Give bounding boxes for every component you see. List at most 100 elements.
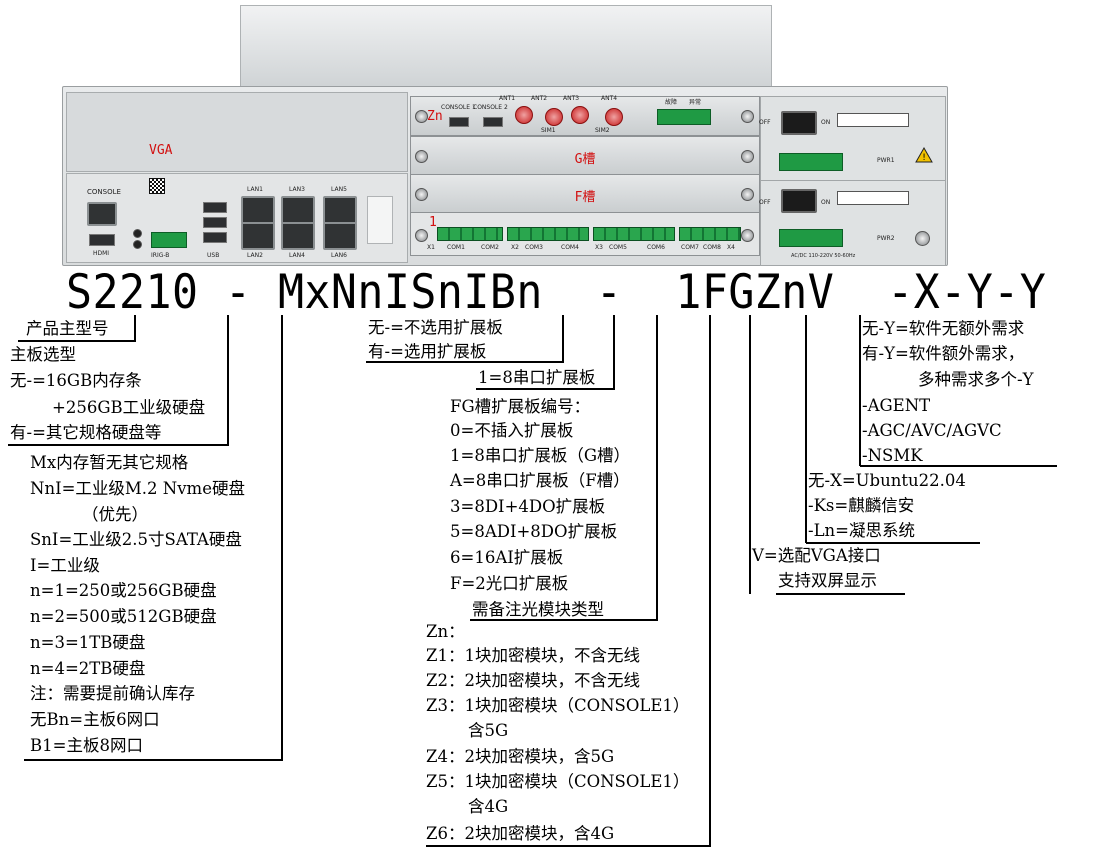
slot-screw-icon — [741, 229, 754, 242]
com8-label: COM8 — [703, 244, 721, 251]
dip-switch[interactable] — [837, 191, 909, 205]
pwr2-terminal[interactable] — [779, 229, 843, 247]
serial-terminal-x3[interactable] — [593, 227, 675, 241]
sim2-label: SIM2 — [595, 127, 610, 134]
memory-line-12: B1=主板8网口 — [30, 736, 143, 755]
x4-label: X4 — [727, 244, 735, 251]
fg-line-8: 需备注光模块类型 — [472, 600, 604, 619]
line-board — [8, 315, 229, 446]
lan5-port[interactable] — [323, 196, 357, 224]
ant3-connector-icon[interactable] — [571, 106, 589, 124]
zn-line-1: Z1：1块加密模块，不含无线 — [426, 646, 640, 665]
line-serial — [476, 315, 615, 390]
memory-line-3: （优先） — [82, 505, 148, 524]
console-port[interactable] — [87, 202, 117, 226]
ant2-label: ANT2 — [531, 95, 548, 102]
usb-port[interactable] — [203, 217, 227, 228]
lan6-port[interactable] — [323, 222, 357, 250]
dip-switch[interactable] — [837, 113, 909, 127]
psu1-off-label: OFF — [759, 119, 771, 126]
hdmi-port-label: HDMI — [93, 250, 110, 257]
software-line-4: -AGENT — [862, 396, 931, 415]
line-memory — [24, 315, 283, 761]
board-title: 主板选型 — [10, 345, 76, 364]
serial-terminal-x4[interactable] — [679, 227, 741, 241]
serial-terminal-x1[interactable] — [437, 227, 503, 241]
lan5-label: LAN5 — [331, 186, 347, 193]
memory-line-2: NnI=工业级M.2 Nvme硬盘 — [30, 479, 245, 498]
software-line-3: 多种需求多个-Y — [918, 370, 1034, 389]
fg-line-6: 6=16AI扩展板 — [450, 548, 564, 567]
chassis-top — [240, 5, 772, 88]
lan2-port[interactable] — [241, 222, 275, 250]
com1-label: COM1 — [447, 244, 465, 251]
console2-port[interactable] — [483, 117, 503, 127]
vga-line-1: V=选配VGA接口 — [752, 546, 881, 565]
pwr1-terminal[interactable] — [779, 153, 843, 171]
fg-line-3: A=8串口扩展板（F槽） — [450, 471, 630, 490]
slot-screw-icon — [741, 110, 754, 123]
abnormal-label: 异常 — [689, 99, 702, 106]
g-slot-label: G槽 — [574, 152, 596, 167]
lan4-port[interactable] — [281, 222, 315, 250]
zn-line-4: Z4：2块加密模块，含5G — [426, 747, 615, 766]
os-line-3: -Ln=凝思系统 — [808, 521, 915, 540]
serial-terminal-x2[interactable] — [507, 227, 589, 241]
ant3-label: ANT3 — [563, 95, 580, 102]
lan3-label: LAN3 — [289, 186, 305, 193]
irig-b-terminal[interactable] — [151, 232, 187, 248]
alarm-terminal[interactable] — [657, 109, 711, 125]
fg-line-1: 0=不插入扩展板 — [450, 421, 574, 440]
console1-label: CONSOLE 1 — [441, 104, 476, 111]
fg-line-5: 5=8ADI+8DO扩展板 — [450, 522, 618, 541]
software-line-1: 无-Y=软件无额外需求 — [862, 319, 1025, 338]
vga-line-2: 支持双屏显示 — [778, 571, 877, 590]
slot-1-serial: 1 X1 COM1 COM2 X2 COM3 COM4 X3 COM5 COM6… — [410, 212, 760, 256]
fg-line-7: F=2光口扩展板 — [450, 574, 569, 593]
usb-port[interactable] — [203, 232, 227, 243]
memory-line-4: SnI=工业级2.5寸SATA硬盘 — [30, 530, 242, 549]
serial-board-label: 1=8串口扩展板 — [478, 368, 596, 387]
hdmi-port[interactable] — [89, 234, 115, 246]
zn-line-3b: 含5G — [468, 721, 509, 740]
psu1-power-switch[interactable] — [781, 111, 817, 135]
memory-line-1: Mx内存暂无其它规格 — [30, 453, 189, 472]
ant4-label: ANT4 — [601, 95, 618, 102]
fg-title: FG槽扩展板编号： — [450, 397, 591, 416]
line-zn — [426, 315, 711, 847]
psu2-on-label: ON — [821, 199, 831, 206]
console1-port[interactable] — [449, 117, 469, 127]
usb-port[interactable] — [203, 202, 227, 213]
psu2-power-switch[interactable] — [781, 189, 817, 213]
fg-line-4: 3=8DI+4DO扩展板 — [450, 497, 606, 516]
memory-line-5: I=工业级 — [30, 556, 100, 575]
expansion-line-1: 无-=不选用扩展板 — [368, 318, 503, 337]
slot-1-label: 1 — [429, 215, 437, 230]
ant4-connector-icon[interactable] — [605, 108, 623, 126]
qr-code-icon — [149, 178, 165, 194]
zn-title: Zn： — [426, 622, 465, 641]
product-model-label: 产品主型号 — [26, 319, 109, 338]
x3-label: X3 — [595, 244, 603, 251]
memory-line-8: n=3=1TB硬盘 — [30, 633, 146, 652]
zn-module-slot: Zn CONSOLE 1 CONSOLE 2 ANT1 ANT2 ANT3 SI… — [410, 95, 760, 136]
software-line-6: -NSMK — [862, 446, 923, 465]
psu1-on-label: ON — [821, 119, 831, 126]
lan1-label: LAN1 — [247, 186, 263, 193]
zn-label: Zn — [427, 109, 443, 124]
zn-line-6: Z6：2块加密模块，含4G — [426, 824, 615, 843]
ant1-connector-icon[interactable] — [515, 106, 533, 124]
zn-line-2: Z2：2块加密模块，不含无线 — [426, 671, 640, 690]
g-slot: G槽 — [410, 136, 760, 176]
ant2-connector-icon[interactable] — [545, 108, 563, 126]
com3-label: COM3 — [525, 244, 543, 251]
warning-icon: ! — [915, 147, 933, 163]
com2-label: COM2 — [481, 244, 499, 251]
memory-line-10: 注：需要提前确认库存 — [30, 684, 195, 703]
psu-1: OFF ON PWR1 ! — [759, 96, 946, 182]
console-port-label: CONSOLE — [87, 188, 121, 196]
f-slot-label: F槽 — [574, 190, 596, 205]
line-fg — [470, 315, 658, 621]
com4-label: COM4 — [561, 244, 579, 251]
